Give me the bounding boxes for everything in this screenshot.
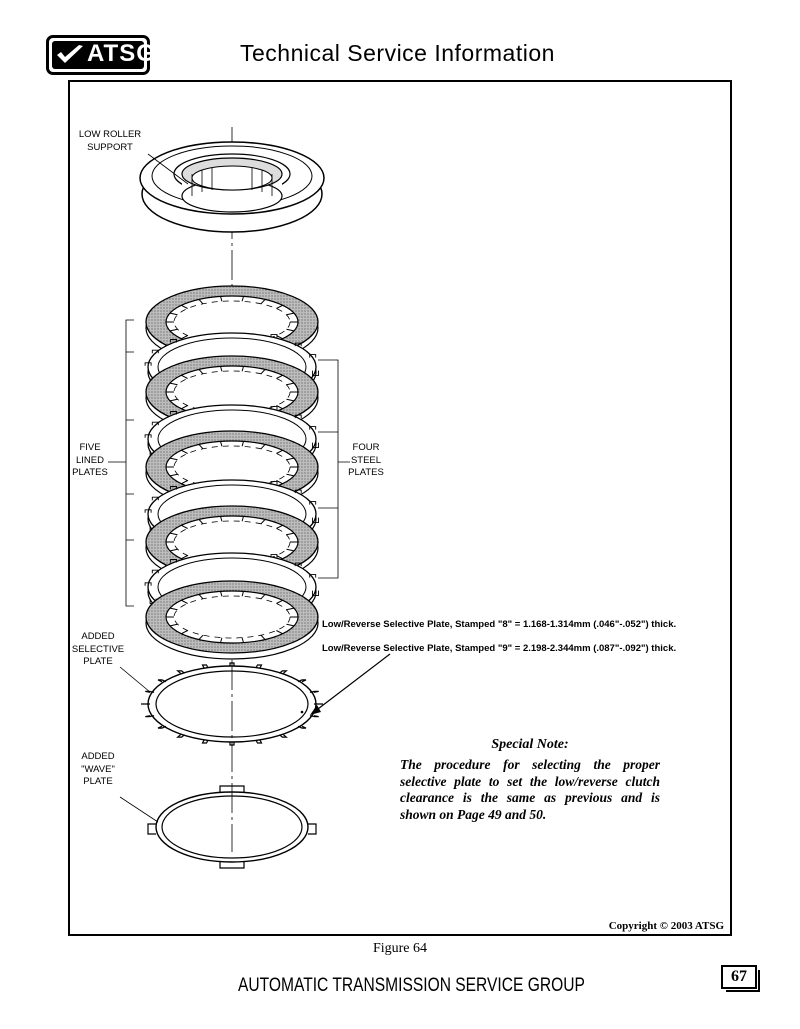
- low-roller-support-part: [139, 141, 325, 233]
- checkmark-icon: [57, 45, 83, 63]
- lined-plate: [145, 580, 319, 660]
- label-five-lined-plates: FIVE LINED PLATES: [68, 442, 112, 480]
- label-line: SUPPORT: [87, 141, 133, 153]
- special-note-title: Special Note:: [491, 737, 569, 752]
- copyright: Copyright © 2003 ATSG: [608, 920, 724, 932]
- figure-frame: [68, 80, 732, 936]
- footer-org: AUTOMATIC TRANSMISSION SERVICE GROUP: [238, 975, 585, 996]
- label-added-selective-plate: ADDED SELECTIVE PLATE: [70, 631, 126, 669]
- page-title: Technical Service Information: [240, 40, 555, 66]
- label-line: STEEL: [350, 454, 382, 466]
- wave-plate-part: [147, 785, 317, 869]
- atsg-logo: ATSG: [46, 35, 155, 75]
- spec-stamped-8: Low/Reverse Selective Plate, Stamped "8"…: [322, 619, 677, 630]
- label-line: FIVE: [79, 442, 101, 453]
- logo-text: ATSG: [87, 40, 156, 67]
- label-line: "WAVE": [81, 763, 115, 775]
- special-note-body: The procedure for selecting the proper s…: [400, 757, 660, 822]
- steel-plates-bracket: [318, 359, 350, 579]
- label-line: ADDED: [81, 751, 115, 762]
- label-line: ADDED: [81, 631, 115, 642]
- label-line: FOUR: [352, 442, 380, 453]
- label-line: PLATES: [348, 467, 384, 478]
- label-line: PLATES: [72, 467, 108, 478]
- label-line: LOW ROLLER: [78, 129, 142, 140]
- page-number: 67: [721, 965, 760, 992]
- label-low-roller-support: LOW ROLLER SUPPORT: [70, 129, 150, 154]
- label-four-steel-plates: FOUR STEEL PLATES: [346, 442, 386, 480]
- clutch-exploded-diagram: [108, 127, 391, 869]
- clutch-pack: [144, 285, 319, 660]
- selective-plate-part: [141, 662, 323, 746]
- label-line: PLATE: [83, 776, 113, 787]
- label-line: LINED: [76, 454, 104, 466]
- spec-stamped-9: Low/Reverse Selective Plate, Stamped "9"…: [322, 643, 677, 654]
- label-added-wave-plate: ADDED "WAVE" PLATE: [70, 751, 126, 789]
- label-line: SELECTIVE: [71, 643, 125, 655]
- label-line: PLATE: [83, 656, 113, 667]
- figure-caption: Figure 64: [372, 941, 428, 956]
- lined-plates-bracket: [125, 319, 134, 607]
